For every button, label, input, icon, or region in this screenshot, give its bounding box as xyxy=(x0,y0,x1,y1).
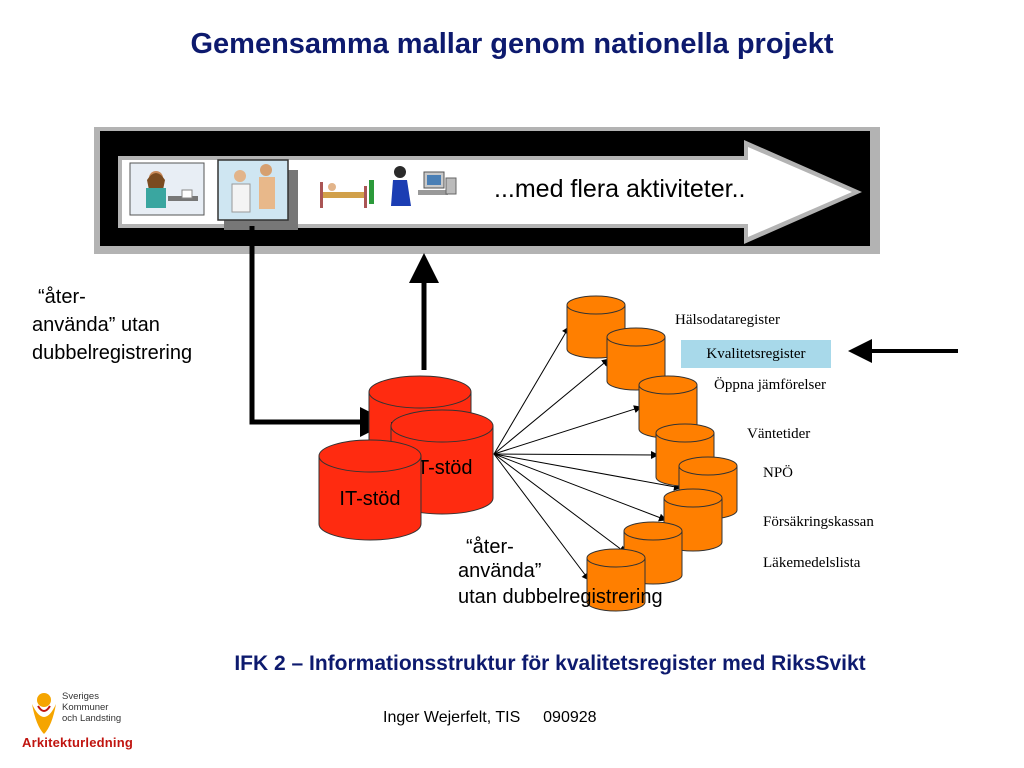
footer-author: Inger Wejerfelt, TIS xyxy=(383,709,521,726)
receptionist-icon xyxy=(129,162,205,216)
skl-logo-text: Sveriges Kommuner och Landsting xyxy=(62,691,121,724)
reuse-left-line-1: “åter- xyxy=(38,286,86,308)
label-lakemedelslista: Läkemedelslista xyxy=(763,555,861,571)
reuse-note-left: “åter- använda” utan dubbelregistrering xyxy=(32,283,192,367)
register-cylinder-8 xyxy=(586,548,646,612)
thin-arrow-5 xyxy=(493,453,682,491)
reuse-bottom-line-2: använda” xyxy=(458,560,542,582)
flow-arrows xyxy=(249,226,439,437)
register-cylinder-2 xyxy=(606,327,666,391)
arkitekturledning-label: Arkitekturledning xyxy=(22,735,134,750)
label-npo: NPÖ xyxy=(763,465,794,481)
thin-arrow-4 xyxy=(493,450,659,459)
it-stod-label-3: IT-stöd xyxy=(339,488,400,510)
computer-worker-icon xyxy=(391,166,457,206)
thin-arrow-1 xyxy=(493,326,570,455)
label-halsodataregister: Hälsodataregister xyxy=(675,312,780,328)
it-stod-label-2: IT-stöd xyxy=(411,457,472,479)
thin-arrow-7 xyxy=(493,453,627,554)
logo-line-1: Sveriges xyxy=(62,691,99,702)
slide-caption: IFK 2 – Informationsstruktur för kvalite… xyxy=(234,652,866,675)
activities-banner xyxy=(94,127,880,254)
skl-logo-icon xyxy=(32,693,56,734)
reuse-left-line-2: använda” utan xyxy=(32,314,160,336)
reuse-note-bottom: “åter- använda” utan dubbelregistrering xyxy=(458,532,663,612)
footer: Inger Wejerfelt, TIS 090928 xyxy=(383,709,597,727)
banner-text: ...med flera aktiviteter.. xyxy=(494,175,746,203)
slide-title: Gemensamma mallar genom nationella proje… xyxy=(190,28,834,60)
hospital-bed-icon xyxy=(320,180,374,208)
thin-arrow-3 xyxy=(493,405,642,455)
doctor-patient-icon xyxy=(217,159,298,230)
reuse-bottom-line-1: “åter- xyxy=(466,536,514,558)
thin-arrow-6 xyxy=(493,453,667,522)
label-kvalitetsregister-box: Kvalitetsregister xyxy=(681,340,831,368)
label-vantetider: Väntetider xyxy=(747,426,811,442)
footer-date: 090928 xyxy=(543,709,597,726)
thin-arrow-2 xyxy=(493,358,610,455)
logo-line-3: och Landsting xyxy=(62,713,122,724)
label-forsakringskassan: Försäkringskassan xyxy=(763,514,874,530)
reuse-left-line-3: dubbelregistrering xyxy=(32,342,193,364)
logo-line-2: Kommuner xyxy=(62,702,109,713)
label-oppna-jamforelser: Öppna jämförelser xyxy=(714,377,827,393)
reuse-bottom-line-3: utan dubbelregistrering xyxy=(458,586,663,608)
it-stod-cylinder-3: IT-stöd xyxy=(318,439,422,541)
register-cylinders xyxy=(566,295,738,612)
label-kvalitetsregister: Kvalitetsregister xyxy=(706,346,806,362)
thin-arrows xyxy=(493,326,682,581)
thin-arrow-8 xyxy=(493,453,590,581)
